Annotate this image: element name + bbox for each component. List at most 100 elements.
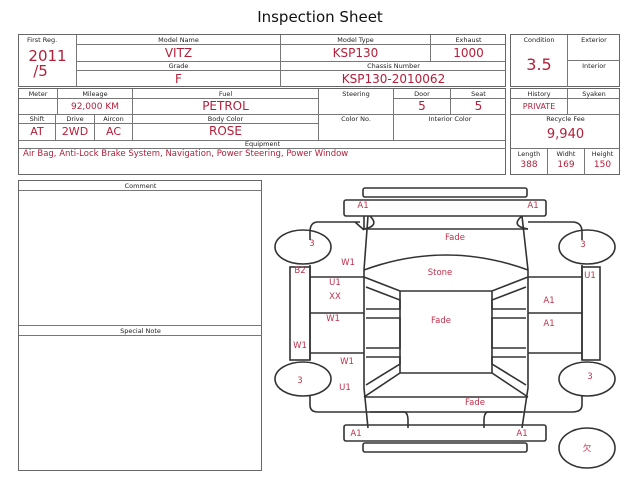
fuel-label-cell: Fuel: [133, 89, 319, 99]
headlight-left: [363, 215, 375, 230]
model-type-value: KSP130: [332, 46, 379, 60]
body-color-label: Body Color: [207, 115, 244, 123]
history-label: History: [527, 90, 551, 98]
fuel-label: Fuel: [218, 90, 233, 98]
mark-rear-right: A1: [516, 429, 527, 439]
steering-cell: Steering: [319, 89, 394, 115]
body-main-right: [521, 215, 529, 429]
first-reg-month: /5: [33, 62, 48, 80]
model-name-cell: VITZ: [77, 45, 281, 62]
mark-door-rl: W1: [326, 314, 340, 324]
mark-sill-r-top: U1: [584, 271, 596, 281]
equipment-value: Air Bag, Anti-Lock Brake System, Navigat…: [23, 149, 349, 159]
height-label: Height: [591, 150, 614, 158]
mark-wheel-rr: 3: [587, 372, 592, 382]
width-value: 169: [557, 160, 575, 170]
fuel-value: PETROL: [202, 99, 249, 113]
page-title: Inspection Sheet: [257, 8, 383, 26]
mileage-label-cell: Mileage: [58, 89, 133, 99]
shift-label: Shift: [29, 115, 45, 123]
drive-label: Drive: [66, 115, 84, 123]
mark-door-fl-1: U1: [329, 278, 341, 288]
aircon-label-cell: Aircon: [95, 115, 133, 124]
length-label: Length: [517, 150, 541, 158]
wheel-fr: [558, 229, 616, 265]
vehicle-info-details: Meter Mileage 92,000 KM Fuel PETROL Stee…: [18, 88, 506, 175]
chassis-label-cell: Chassis Number: [281, 62, 506, 71]
mark-quarter-l: W1: [340, 357, 354, 367]
aircon-cell: AC: [95, 124, 133, 141]
wheel-rr: [558, 361, 616, 397]
front-bar: [362, 187, 528, 198]
drive-label-cell: Drive: [56, 115, 95, 124]
comment-label-cell: Comment: [19, 181, 262, 191]
body-color-value: ROSE: [209, 124, 242, 138]
mark-wheel-fr: 3: [580, 240, 585, 250]
seat-cell: 5: [451, 99, 506, 115]
interior-color-cell: Interior Color: [394, 115, 506, 141]
mark-quarter-l-2: U1: [339, 383, 351, 393]
mark-wheel-fl: 3: [309, 239, 314, 249]
first-reg-year: 2011: [28, 47, 67, 65]
rear-bar: [362, 442, 528, 453]
door-label: Door: [414, 90, 430, 98]
sill-left: [289, 266, 311, 361]
model-name-label: Model Name: [158, 36, 199, 44]
exhaust-value: 1000: [453, 46, 484, 60]
mark-roof: Fade: [431, 316, 451, 326]
window-right: [491, 286, 527, 386]
exhaust-label-cell: Exhaust: [431, 35, 506, 45]
exterior-label: Exterior: [581, 36, 607, 44]
history-cell: PRIVATE: [511, 99, 568, 115]
mark-rear-left: A1: [350, 429, 361, 439]
equipment-label-cell: Equipment: [19, 140, 506, 149]
rear-bumper: [343, 424, 547, 442]
chassis-label: Chassis Number: [367, 62, 420, 70]
body-main-left: [363, 215, 369, 429]
right-side: [528, 221, 583, 413]
first-reg-label: First Reg.: [27, 36, 58, 44]
vehicle-info-top: First Reg. 2011 /5 Model Name VITZ Model…: [18, 34, 506, 87]
front-bumper: [343, 199, 547, 217]
meter-label: Meter: [28, 90, 48, 98]
condition-box: Condition 3.5 Exterior Interior: [510, 34, 620, 87]
mark-sill-l-bottom: W1: [293, 341, 307, 351]
mark-front-left: A1: [357, 201, 368, 211]
interior-color-label: Interior Color: [428, 115, 472, 123]
wheel-fl: [274, 229, 332, 265]
model-type-label-cell: Model Type: [281, 35, 431, 45]
mileage-cell: 92,000 KM: [58, 99, 133, 115]
mileage-value: 92,000 KM: [70, 102, 120, 112]
model-name-value: VITZ: [164, 46, 193, 60]
history-label-cell: History: [511, 89, 568, 99]
model-type-label: Model Type: [337, 36, 374, 44]
syaken-label: Syaken: [582, 90, 606, 98]
comment-label: Comment: [124, 182, 157, 190]
shift-value: AT: [30, 125, 44, 138]
windshield: [363, 254, 529, 271]
chassis-value: KSP130-2010062: [341, 72, 446, 86]
left-doors: [310, 276, 364, 354]
interior-label: Interior: [582, 62, 606, 70]
height-cell: Height 150: [585, 149, 620, 175]
exterior-cell: Exterior: [568, 35, 620, 61]
shift-cell: AT: [19, 124, 56, 141]
body-color-cell: ROSE: [133, 124, 319, 141]
length-value: 388: [520, 160, 538, 170]
drive-cell: 2WD: [56, 124, 95, 141]
color-no-cell: Color No.: [319, 115, 394, 141]
body-left: [309, 216, 365, 240]
height-value: 150: [593, 160, 612, 170]
seat-label: Seat: [471, 90, 486, 98]
seat-label-cell: Seat: [451, 89, 506, 99]
grade-label: Grade: [168, 62, 189, 70]
grade-value: F: [175, 72, 182, 86]
door-cell: 5: [394, 99, 451, 115]
recycle-label: Recycle Fee: [546, 115, 585, 123]
door-label-cell: Door: [394, 89, 451, 99]
history-value: PRIVATE: [522, 102, 556, 111]
history-box: History PRIVATE Syaken Recycle Fee 9,940…: [510, 88, 620, 175]
model-type-cell: KSP130: [281, 45, 431, 62]
grade-label-cell: Grade: [77, 62, 281, 71]
